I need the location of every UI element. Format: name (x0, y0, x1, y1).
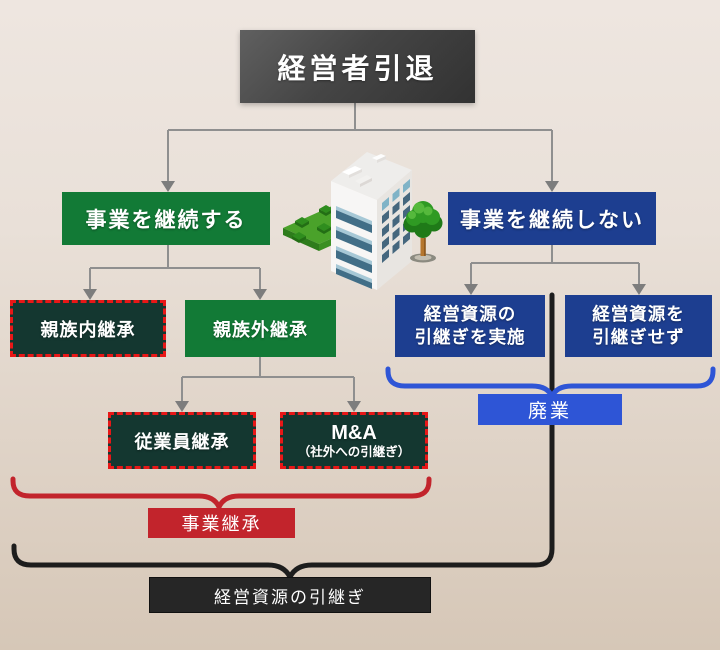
node-owner-retirement: 経営者引退 (240, 30, 475, 103)
connector-lines (89, 103, 640, 402)
label-business-closure: 廃業 (478, 394, 622, 425)
node-family-internal-succession: 親族内継承 (10, 300, 166, 357)
ma-title: M&A (331, 421, 377, 444)
left-windows (336, 206, 372, 289)
transfer-resources-line2: 引継ぎを実施 (414, 327, 526, 347)
black-brace (11, 292, 555, 583)
node-ma: M&A （社外への引継ぎ） (280, 412, 428, 469)
node-stop-business: 事業を継続しない (448, 192, 656, 245)
transfer-resources-line1: 経営資源の (423, 303, 517, 324)
no-transfer-resources-line1: 経営資源を (592, 303, 685, 324)
node-continue-business: 事業を継続する (62, 192, 270, 245)
no-transfer-resources-line2: 引継ぎせず (592, 327, 685, 347)
office-building (331, 152, 412, 290)
red-brace (10, 476, 432, 514)
ma-subtitle: （社外への引継ぎ） (297, 444, 411, 459)
node-no-transfer-resources: 経営資源を 引継ぎせず (565, 295, 712, 357)
label-resource-transfer: 経営資源の引継ぎ (150, 578, 430, 612)
tree (403, 201, 443, 263)
right-windows (382, 179, 410, 263)
node-family-external-succession: 親族外継承 (185, 300, 336, 357)
node-employee-succession: 従業員継承 (108, 412, 256, 469)
connector-arrowheads (83, 181, 646, 412)
node-transfer-resources: 経営資源の 引継ぎを実施 (395, 295, 545, 357)
label-business-succession: 事業継承 (148, 508, 295, 538)
building-illustration (283, 152, 443, 290)
